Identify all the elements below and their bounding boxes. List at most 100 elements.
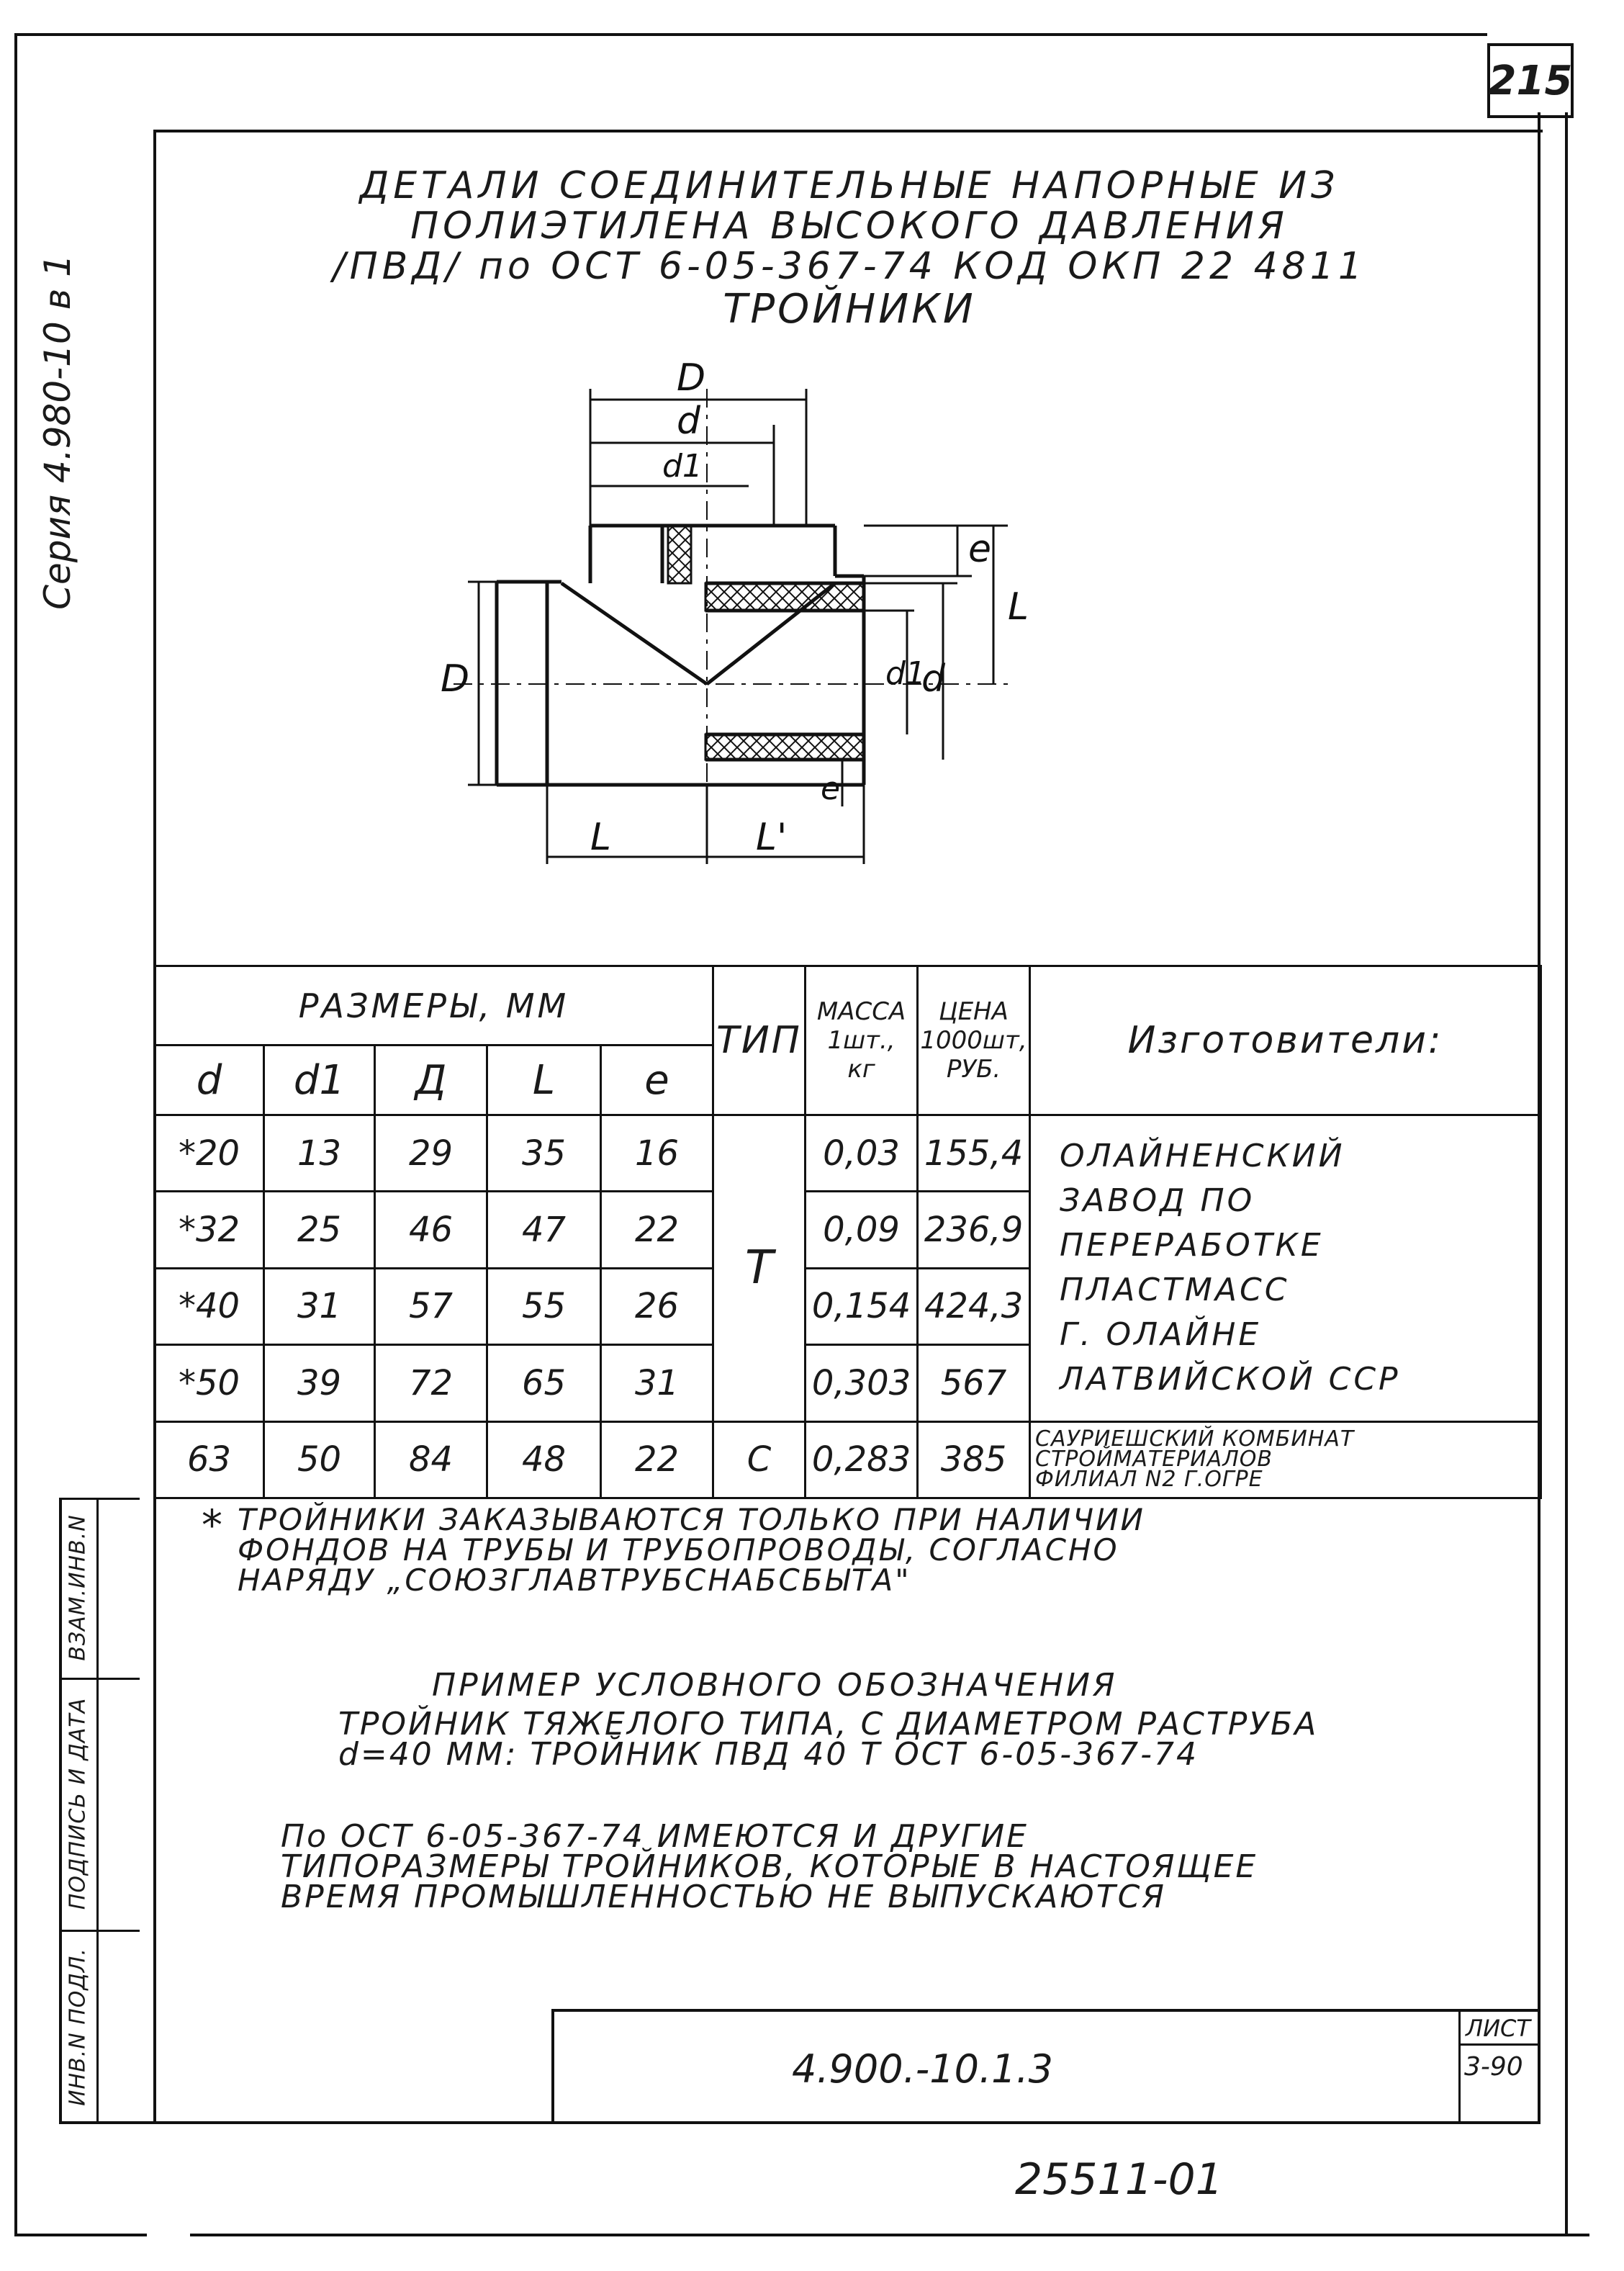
mfr-line-6: ЛАТВИЙСКОЙ ССР	[1060, 1361, 1401, 1398]
mfr-line-3: ПЕРЕРАБОТКЕ	[1060, 1227, 1324, 1264]
spec-table: РАЗМЕРЫ, ММ ТИП МАССА 1шт., кг ЦЕНА 1000…	[153, 964, 1543, 1500]
title-line-2: ПОЛИЭТИЛЕНА ВЫСОКОГО ДАВЛЕНИЯ	[410, 204, 1289, 248]
cell-d: *40	[153, 1267, 265, 1346]
tee-drawing: D d d1 e L d1 d D e L L'	[441, 356, 1029, 864]
cell-mass: 0,09	[804, 1190, 919, 1269]
cell-d1: 25	[263, 1190, 376, 1269]
stamp-inv: ИНВ.N ПОДЛ.	[59, 1930, 96, 2124]
cell-d: *50	[153, 1344, 265, 1423]
title-line-3: /ПВД/ по ОСТ 6-05-367-74 КОД ОКП 22 4811	[333, 245, 1366, 288]
document-code: 4.900.-10.1.3	[792, 2046, 1053, 2092]
hatch-right-bottom	[704, 733, 865, 761]
mfr2-line-3: ФИЛИАЛ N2 Г.ОГРЕ	[1035, 1467, 1263, 1493]
note-line-1: ТРОЙНИКИ ЗАКАЗЫВАЮТСЯ ТОЛЬКО ПРИ НАЛИЧИИ	[238, 1502, 1145, 1537]
mass-header-3: кг	[847, 1054, 875, 1084]
cell-d1: 31	[263, 1267, 376, 1346]
manufacturers-header: Изготовители:	[1029, 965, 1543, 1116]
table-row: *20 13 29 35 16 Т 0,03 155,4 ОЛАЙНЕНСКИЙ…	[153, 1113, 1543, 1423]
cell-price: 236,9	[916, 1190, 1032, 1269]
table-row: 63 50 84 48 22 С 0,283 385 САУРИЕШСКИЙ К…	[153, 1420, 1543, 1500]
price-header-3: РУБ.	[946, 1054, 1001, 1084]
cell-type-T: Т	[712, 1113, 807, 1423]
label-D-left: D	[441, 657, 469, 701]
cell-d1: 13	[263, 1113, 376, 1193]
side-stamp: ВЗАМ.ИНВ.N ПОДПИСЬ И ДАТА ИНВ.N ПОДЛ.	[59, 1498, 140, 2124]
example-line-2: d=40 ММ: ТРОЙНИК ПВД 40 Т ОСТ 6-05-367-7…	[338, 1736, 1199, 1773]
label-L-bottom: L	[590, 816, 611, 859]
hatch-right-top	[704, 582, 865, 612]
dimension-lines	[468, 389, 1008, 864]
page-frame-left	[14, 33, 17, 2236]
cell-d1: 50	[263, 1420, 376, 1500]
cell-L: 35	[486, 1113, 602, 1193]
page-frame-top	[14, 33, 1487, 36]
label-d-top: d	[677, 400, 701, 443]
inner-frame-top	[153, 130, 1543, 132]
other-sizes-note: По ОСТ 6-05-367-74 ИМЕЮТСЯ И ДРУГИЕ ТИПО…	[281, 1818, 1469, 1913]
note-line-3: НАРЯДУ „СОЮЗГЛАВТРУБСНАБСБЫТА"	[238, 1562, 911, 1598]
cell-d: *20	[153, 1113, 265, 1193]
label-d1-right: d1	[885, 655, 926, 692]
stamp-vzam-text: ВЗАМ.ИНВ.N	[65, 1514, 91, 1661]
type-header: ТИП	[712, 965, 807, 1116]
sizes-group-header: РАЗМЕРЫ, ММ	[153, 964, 715, 1047]
table-row: *40 31 57 55 26 0,154 424,3	[153, 1267, 1541, 1346]
cell-d: *32	[153, 1190, 265, 1269]
center-lines	[454, 389, 1015, 806]
stamp-top-line	[551, 2009, 1540, 2012]
cell-e: 31	[599, 1344, 715, 1423]
cell-D: 84	[374, 1420, 488, 1500]
example-line-1: ТРОЙНИК ТЯЖЕЛОГО ТИПА, С ДИАМЕТРОМ РАСТР…	[338, 1706, 1319, 1742]
stamp-vzam: ВЗАМ.ИНВ.N	[59, 1498, 96, 1678]
order-note: * ТРОЙНИКИ ЗАКАЗЫВАЮТСЯ ТОЛЬКО ПРИ НАЛИЧ…	[202, 1501, 1476, 1598]
cell-price: 155,4	[916, 1113, 1032, 1193]
stamp-left-line	[551, 2009, 554, 2124]
cell-price: 424,3	[916, 1267, 1032, 1346]
page-number: 215	[1487, 43, 1574, 118]
cell-mass: 0,303	[804, 1344, 919, 1423]
mfr2-line-1: САУРИЕШСКИЙ КОМБИНАТ	[1035, 1426, 1355, 1452]
mass-header: МАССА 1шт., кг	[804, 965, 919, 1116]
col-header-d: d	[153, 1044, 265, 1116]
manufacturer-second: САУРИЕШСКИЙ КОМБИНАТ СТРОЙМАТЕРИАЛОВ ФИЛ…	[1029, 1420, 1543, 1500]
cell-d: 63	[153, 1420, 265, 1500]
stamp-inv-text: ИНВ.N ПОДЛ.	[65, 1948, 91, 2106]
cell-e: 22	[599, 1420, 715, 1500]
title-line-1: ДЕТАЛИ СОЕДИНИТЕЛЬНЫЕ НАПОРНЫЕ ИЗ	[359, 164, 1340, 207]
example-heading: ПРИМЕР УСЛОВНОГО ОБОЗНАЧЕНИЯ	[432, 1667, 1118, 1704]
label-e-bottom: e	[821, 770, 840, 807]
stamp-sheet-divider	[1458, 2009, 1461, 2124]
col-header-e: e	[599, 1044, 715, 1116]
cell-price: 567	[916, 1344, 1032, 1423]
page-frame-bottom-right	[190, 2234, 1589, 2236]
cell-mass: 0,154	[804, 1267, 919, 1346]
stamp-sheet-hline	[1458, 2043, 1540, 2046]
archive-number: 25511-01	[1015, 2154, 1223, 2205]
note-asterisk: *	[202, 1501, 222, 1550]
label-L1-bottom: L'	[756, 816, 787, 859]
table-row: *50 39 72 65 31 0,303 567	[153, 1344, 1541, 1423]
page-frame-right	[1565, 112, 1568, 2236]
price-header-2: 1000шт,	[920, 1025, 1027, 1055]
cell-D: 57	[374, 1267, 488, 1346]
inner-frame-bottom	[59, 2121, 1540, 2124]
mfr-line-1: ОЛАЙНЕНСКИЙ	[1060, 1138, 1345, 1175]
label-d1-top: d1	[662, 448, 703, 485]
mass-header-2: 1шт.,	[827, 1025, 896, 1055]
series-label-text: Серия 4.980-10 в 1	[37, 254, 78, 610]
cell-L: 48	[486, 1420, 602, 1500]
cell-e: 16	[599, 1113, 715, 1193]
mass-header-1: МАССА	[816, 997, 906, 1026]
other-line-2: ТИПОРАЗМЕРЫ ТРОЙНИКОВ, КОТОРЫЕ В НАСТОЯЩ…	[281, 1848, 1258, 1885]
other-line-1: По ОСТ 6-05-367-74 ИМЕЮТСЯ И ДРУГИЕ	[281, 1818, 1029, 1855]
sheet-label: ЛИСТ	[1466, 2015, 1530, 2042]
mfr-line-4: ПЛАСТМАСС	[1060, 1272, 1290, 1309]
col-header-L: L	[486, 1044, 602, 1116]
stamp-podpis-text: ПОДПИСЬ И ДАТА	[65, 1697, 91, 1910]
cell-L: 47	[486, 1190, 602, 1269]
table-row: *32 25 46 47 22 0,09 236,9	[153, 1190, 1541, 1269]
cell-mass: 0,283	[804, 1420, 919, 1500]
price-header: ЦЕНА 1000шт, РУБ.	[916, 965, 1032, 1116]
page-frame-bottom	[14, 2234, 147, 2236]
stamp-podpis: ПОДПИСЬ И ДАТА	[59, 1678, 96, 1930]
